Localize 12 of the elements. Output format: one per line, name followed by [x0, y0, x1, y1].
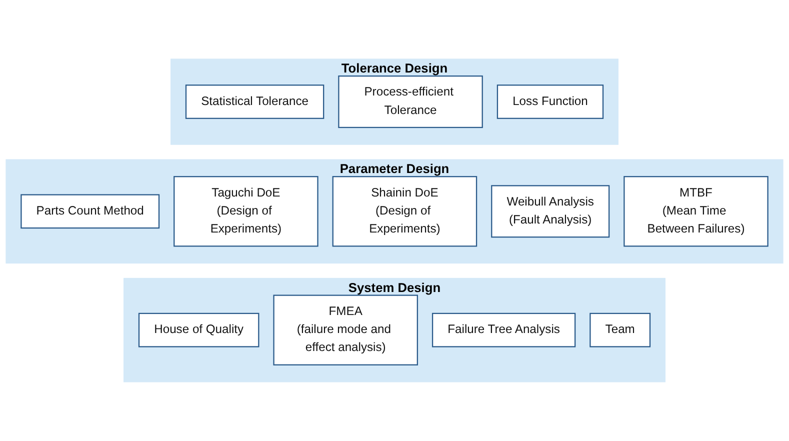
node-box: House of Quality	[138, 312, 260, 348]
node-box: Shainin DoE (Design of Experiments)	[332, 176, 478, 247]
node-box: Process-efficient Tolerance	[338, 76, 483, 128]
node-box: Parts Count Method	[20, 194, 160, 229]
node-box: FMEA (failure mode and effect analysis)	[273, 294, 418, 366]
node-box: Loss Function	[496, 84, 604, 119]
node-box: MTBF (Mean Time Between Failures)	[624, 176, 768, 247]
node-box: Team	[590, 312, 651, 348]
node-box: Taguchi DoE (Design of Experiments)	[174, 176, 318, 247]
node-box: Weibull Analysis (Fault Analysis)	[491, 185, 610, 238]
node-box: Statistical Tolerance	[185, 84, 324, 119]
node-box: Failure Tree Analysis	[432, 312, 576, 348]
